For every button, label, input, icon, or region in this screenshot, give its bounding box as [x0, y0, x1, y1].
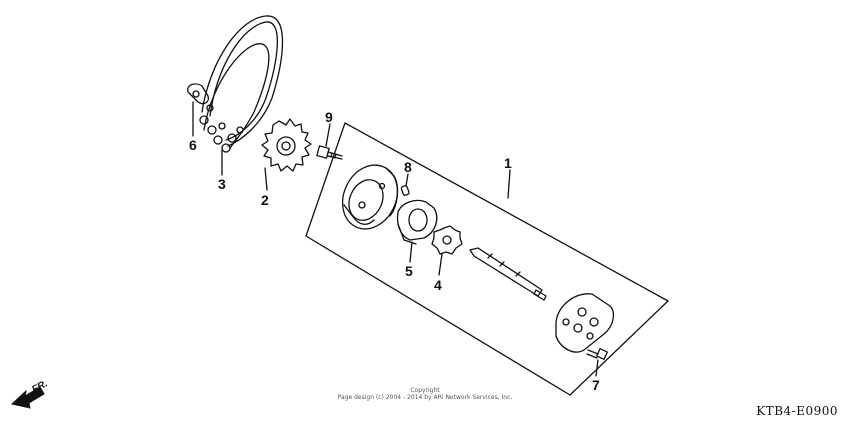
- callout-4: 4: [434, 277, 442, 293]
- copyright-text: Page design (c) 2004 - 2014 by ARI Netwo…: [337, 394, 513, 401]
- inner-rotor: [431, 225, 463, 255]
- leader-1: [507, 169, 511, 199]
- assembly-box: [305, 122, 669, 396]
- callout-8: 8: [404, 159, 412, 175]
- leader-4: [438, 253, 443, 276]
- direction-arrow-icon: [10, 386, 45, 409]
- outer-rotor: [396, 199, 438, 245]
- dowel-pin: [400, 185, 410, 196]
- sprocket: [261, 118, 312, 172]
- bolt-item-9: [316, 145, 343, 160]
- pump-shaft: [469, 247, 547, 301]
- leader-5: [409, 241, 413, 263]
- leader-2: [264, 167, 268, 191]
- callout-5: 5: [405, 263, 413, 279]
- callout-1: 1: [504, 155, 512, 171]
- cam-chain: [199, 15, 284, 153]
- callout-7: 7: [592, 377, 600, 393]
- direction-label: FR.: [30, 378, 49, 395]
- leader-8: [405, 173, 409, 187]
- leader-9: [325, 123, 331, 147]
- front-direction-indicator: FR.: [10, 378, 50, 409]
- chain-clip: [187, 83, 210, 105]
- diagram-code: KTB4-E0900: [756, 404, 838, 418]
- pump-body: [341, 164, 399, 230]
- leader-7: [595, 359, 599, 377]
- callout-2: 2: [261, 192, 269, 208]
- copyright-notice: Copyright Page design (c) 2004 - 2014 by…: [300, 387, 550, 401]
- callout-6: 6: [189, 137, 197, 153]
- pump-plate: [555, 293, 615, 353]
- callout-9: 9: [325, 109, 333, 125]
- screw-item-7: [586, 348, 608, 360]
- callout-3: 3: [218, 176, 226, 192]
- copyright-title: Copyright: [410, 387, 440, 394]
